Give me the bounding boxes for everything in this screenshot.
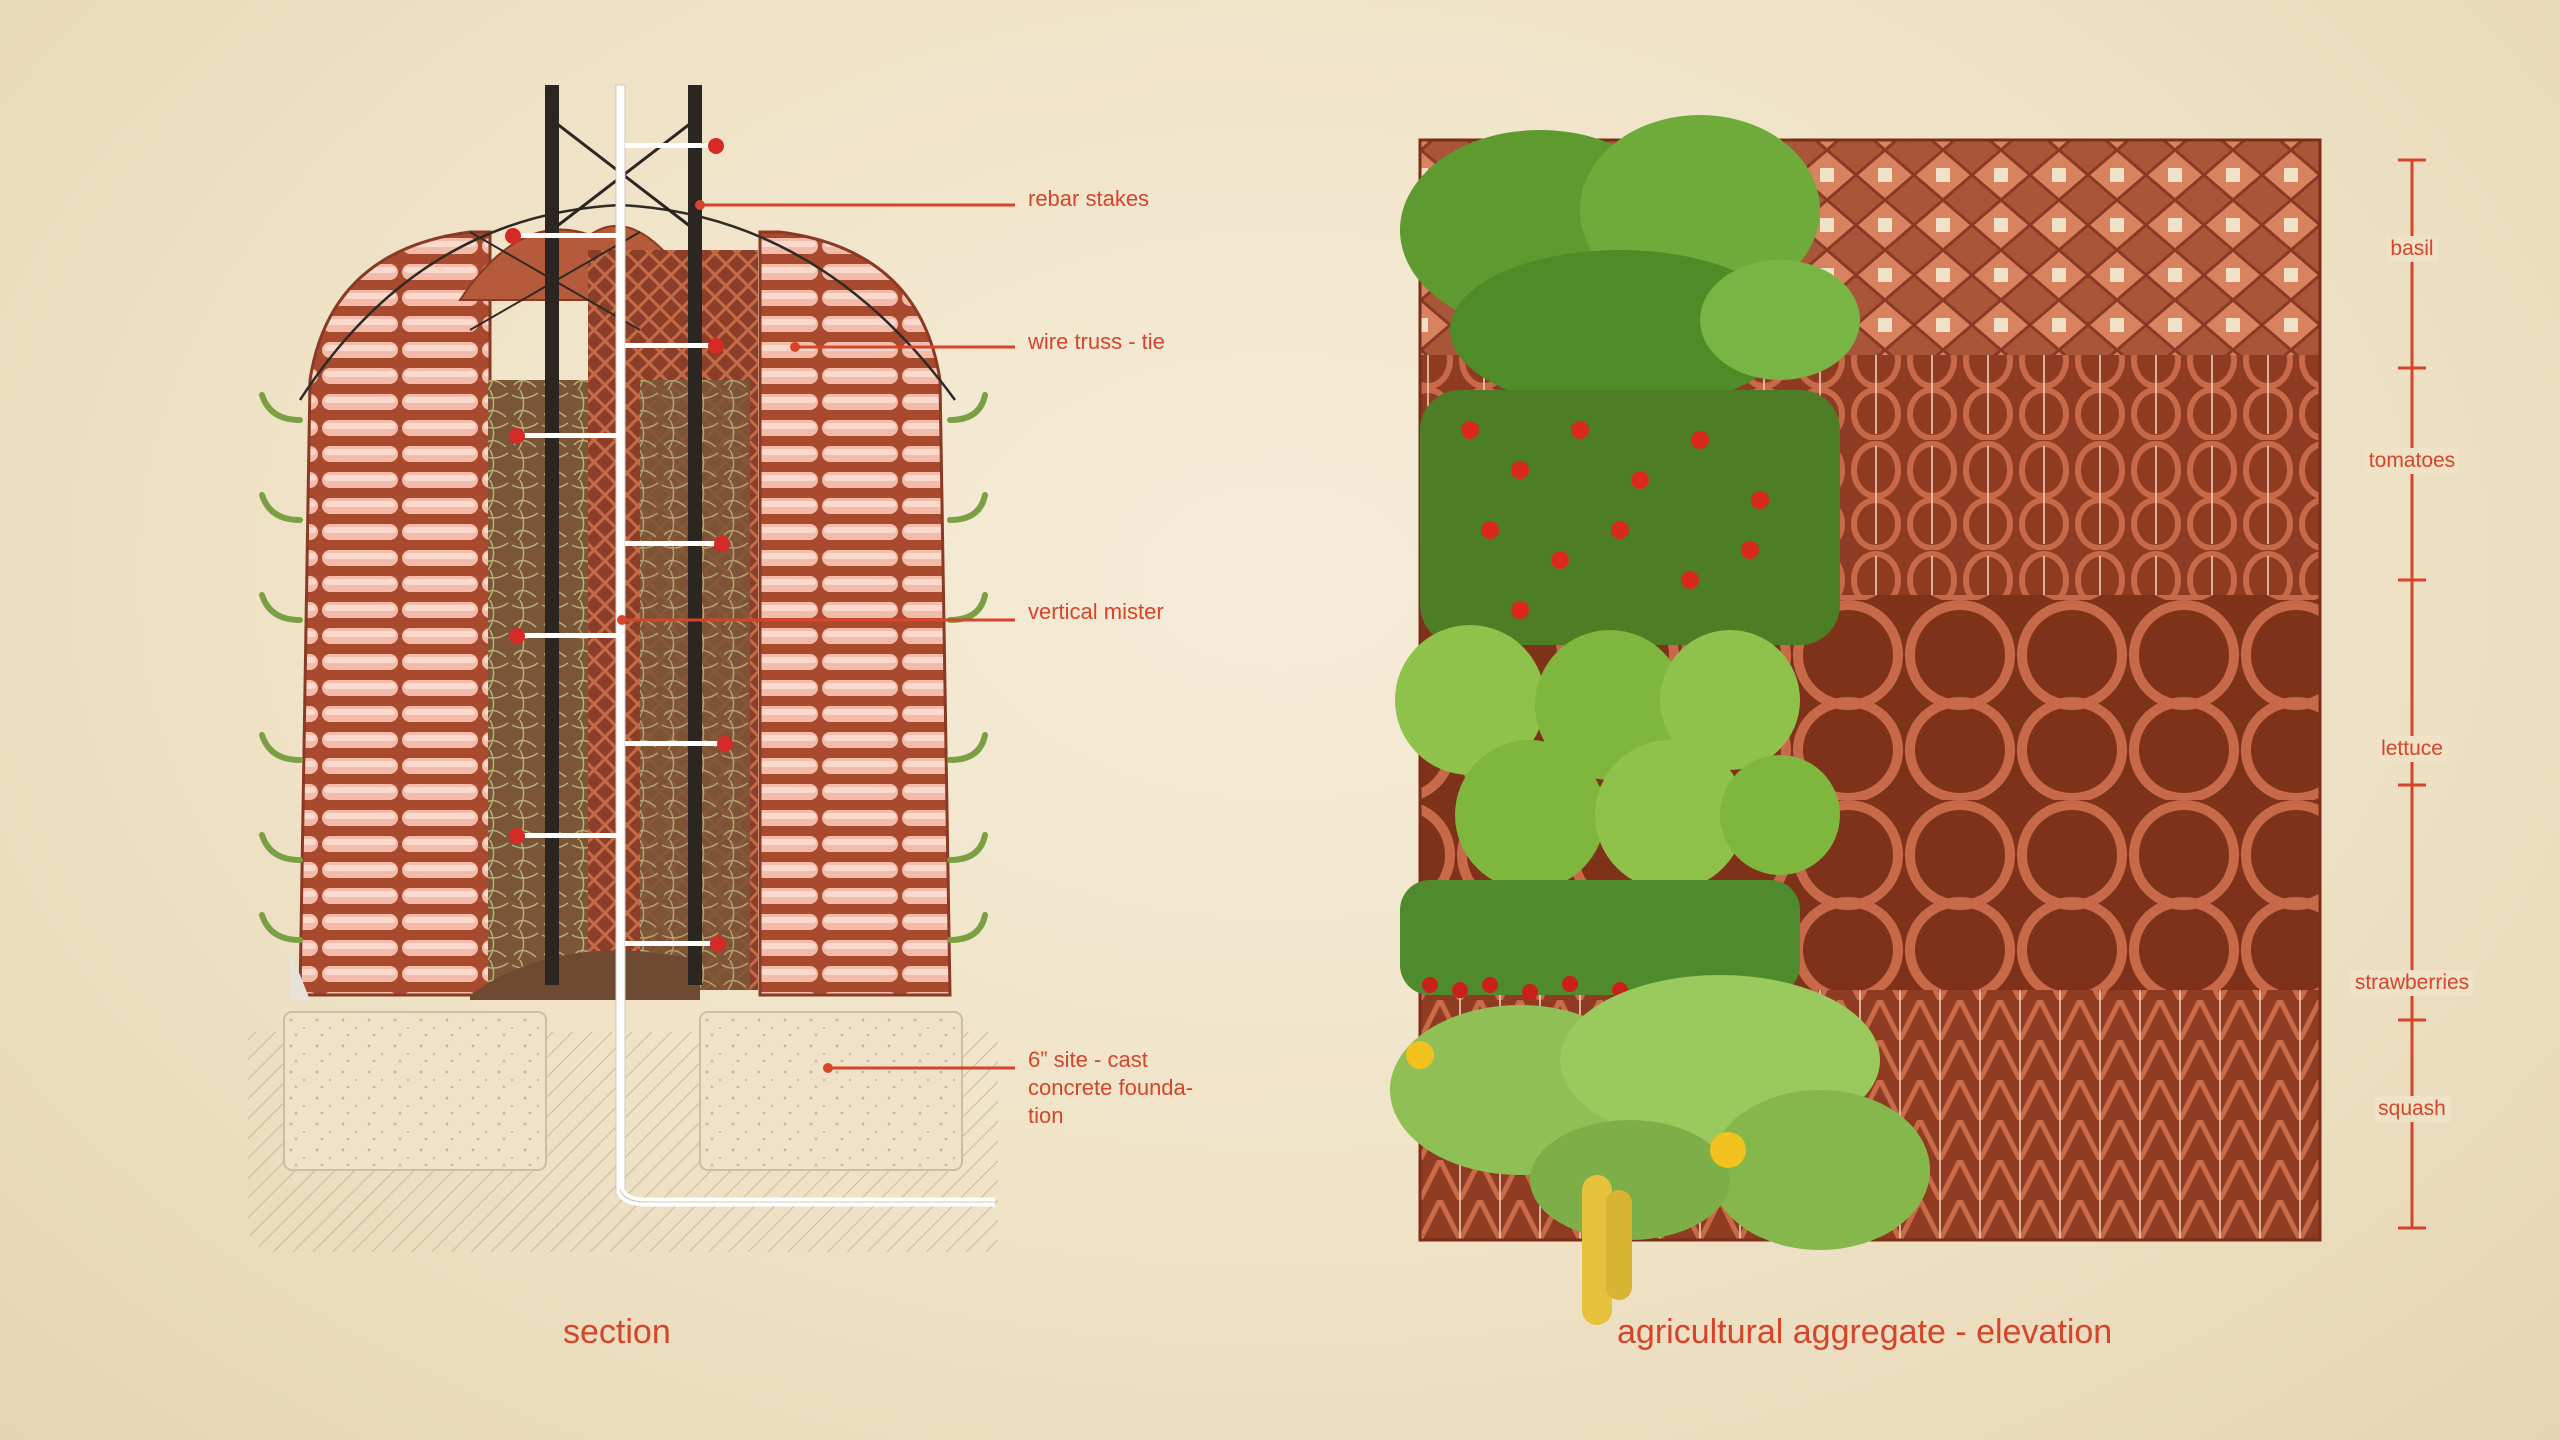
zone-label-strawberries: strawberries bbox=[2350, 970, 2474, 996]
zone-label-lettuce: lettuce bbox=[2377, 736, 2447, 762]
callout-vertical-mister: vertical mister bbox=[1028, 599, 1164, 624]
elevation-caption: agricultural aggregate - elevation bbox=[1617, 1313, 2113, 1351]
callout-rebar-stakes: rebar stakes bbox=[1028, 186, 1150, 211]
tomato-plants bbox=[1420, 390, 1840, 645]
zone-label-basil: basil bbox=[2386, 236, 2438, 262]
mister-nozzles bbox=[505, 138, 733, 952]
lettuce-plants bbox=[1395, 625, 1840, 890]
squash-plants bbox=[1390, 975, 1930, 1325]
root-zone-left bbox=[488, 380, 588, 990]
callout-foundation: 6” site - cast concrete founda-tion bbox=[1028, 1047, 1194, 1128]
zone-label-squash: squash bbox=[2374, 1096, 2450, 1122]
rebar-stake-left bbox=[545, 85, 559, 985]
section-wall-right bbox=[758, 230, 952, 997]
zone-label-tomatoes: tomatoes bbox=[2364, 448, 2460, 474]
elevation-scale-bar bbox=[2398, 158, 2426, 1230]
side-shoots bbox=[259, 392, 988, 943]
basil-plants bbox=[1400, 115, 1860, 410]
callout-wire-truss: wire truss - tie bbox=[1028, 329, 1165, 354]
section-caption: section bbox=[563, 1313, 671, 1351]
callout-leaders bbox=[622, 203, 1015, 1070]
rebar-stake-right bbox=[688, 85, 702, 985]
section-wall-left bbox=[298, 230, 492, 997]
